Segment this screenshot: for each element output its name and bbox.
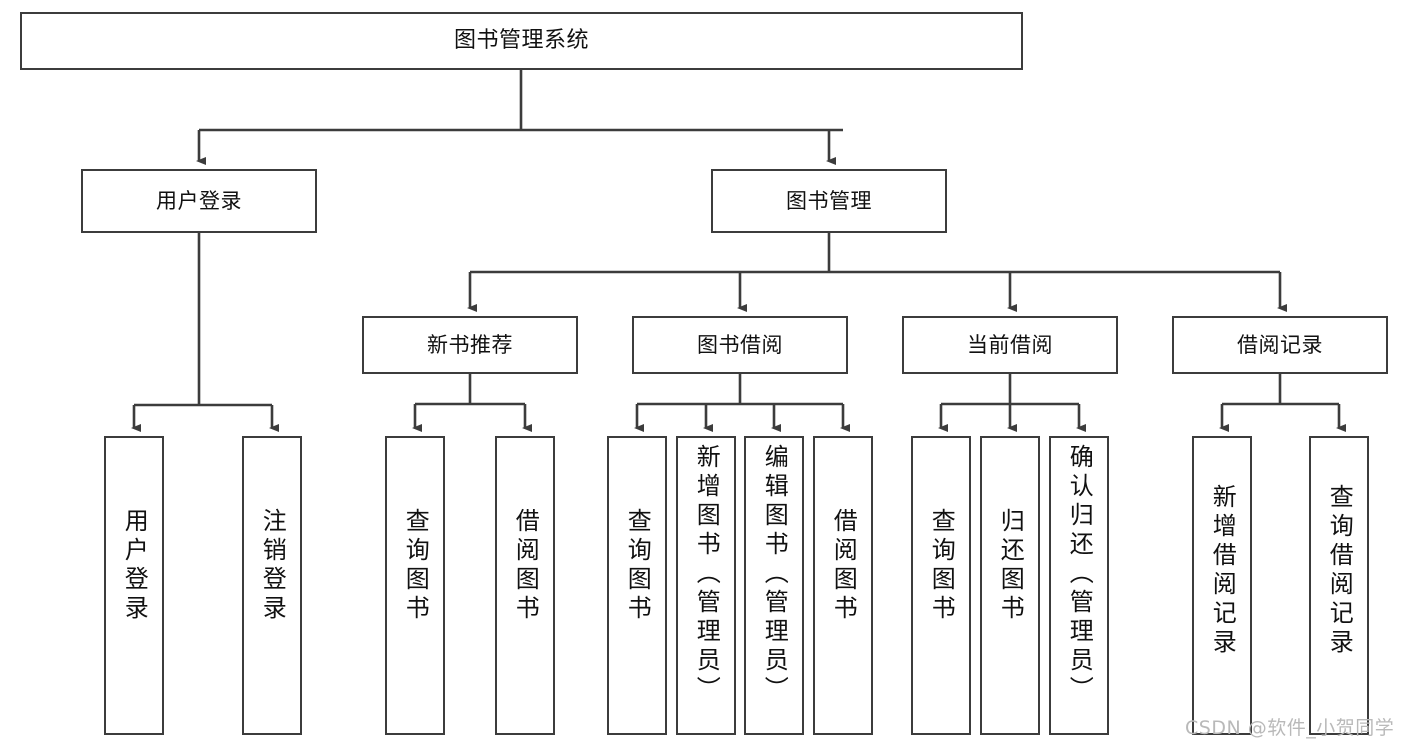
node-label: 新增借阅记录: [1208, 484, 1237, 658]
node-label: 编辑图书（管理员）: [760, 444, 789, 705]
node-label: 查询借阅记录: [1325, 484, 1354, 658]
node-label: 归还图书: [996, 508, 1025, 624]
node-leaf-confirm-return-admin[interactable]: 确认归还（管理员）: [1049, 436, 1109, 735]
node-label: 图书管理: [786, 188, 872, 213]
node-label: 用户登录: [120, 508, 149, 624]
node-current-borrowing[interactable]: 当前借阅: [902, 316, 1118, 374]
node-label: 确认归还（管理员）: [1065, 444, 1094, 705]
node-label: 借阅图书: [829, 508, 858, 624]
node-book-management[interactable]: 图书管理: [711, 169, 947, 233]
node-leaf-add-borrow-record[interactable]: 新增借阅记录: [1192, 436, 1252, 735]
node-leaf-user-login[interactable]: 用户登录: [104, 436, 164, 735]
node-user-login[interactable]: 用户登录: [81, 169, 317, 233]
node-book-borrowing[interactable]: 图书借阅: [632, 316, 848, 374]
node-leaf-edit-book-admin[interactable]: 编辑图书（管理员）: [744, 436, 804, 735]
node-leaf-query-book-recommend[interactable]: 查询图书: [385, 436, 445, 735]
node-new-book-recommendation[interactable]: 新书推荐: [362, 316, 578, 374]
node-label: 查询图书: [401, 508, 430, 624]
node-label: 当前借阅: [967, 332, 1053, 357]
node-label: 图书借阅: [697, 332, 783, 357]
node-label: 用户登录: [156, 188, 242, 213]
node-leaf-borrow-book[interactable]: 借阅图书: [813, 436, 873, 735]
node-leaf-query-book-current[interactable]: 查询图书: [911, 436, 971, 735]
node-leaf-logout[interactable]: 注销登录: [242, 436, 302, 735]
node-label: 查询图书: [623, 508, 652, 624]
node-label: 新书推荐: [427, 332, 513, 357]
node-borrowing-record[interactable]: 借阅记录: [1172, 316, 1388, 374]
node-label: 注销登录: [258, 508, 287, 624]
node-label: 查询图书: [927, 508, 956, 624]
node-label: 借阅图书: [511, 508, 540, 624]
node-leaf-add-book-admin[interactable]: 新增图书（管理员）: [676, 436, 736, 735]
node-leaf-borrow-book-recommend[interactable]: 借阅图书: [495, 436, 555, 735]
node-leaf-query-borrow-record[interactable]: 查询借阅记录: [1309, 436, 1369, 735]
node-leaf-return-book[interactable]: 归还图书: [980, 436, 1040, 735]
node-leaf-query-book-borrow[interactable]: 查询图书: [607, 436, 667, 735]
node-label: 图书管理系统: [453, 28, 589, 54]
node-root-book-management-system[interactable]: 图书管理系统: [20, 12, 1023, 70]
node-label: 新增图书（管理员）: [692, 444, 721, 705]
node-label: 借阅记录: [1237, 332, 1323, 357]
